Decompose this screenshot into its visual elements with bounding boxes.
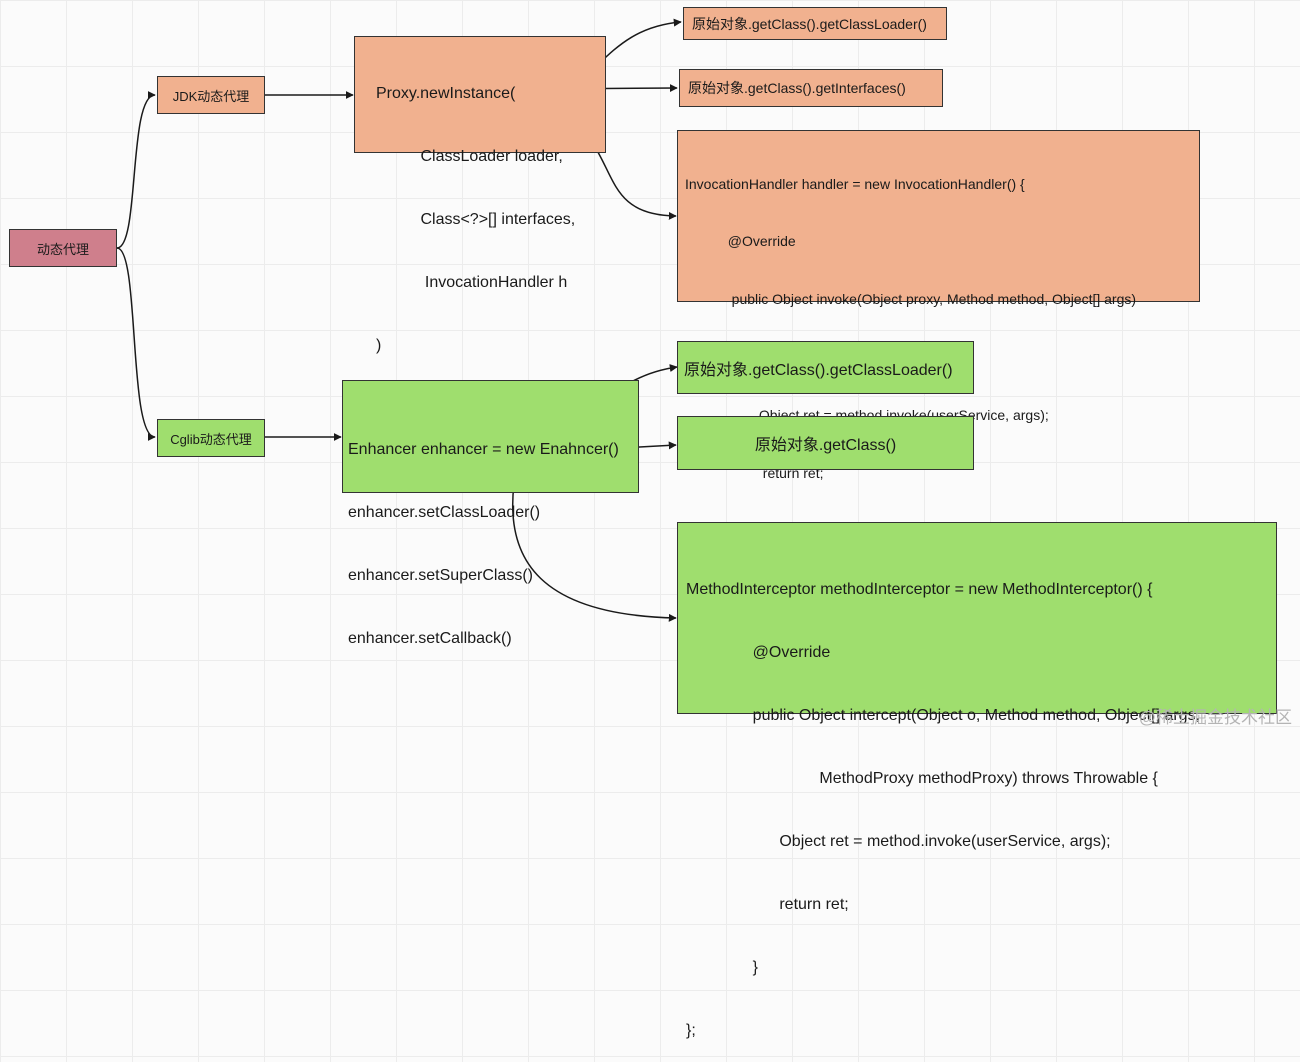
code-line: enhancer.setSuperClass() [348, 567, 533, 584]
code-line: MethodProxy methodProxy) throws Throwabl… [686, 770, 1158, 787]
node-cglib-proxy: Cglib动态代理 [157, 419, 265, 457]
node-cglib-getclassloader: 原始对象.getClass().getClassLoader() [677, 341, 974, 394]
edge-root-to-cglib [116, 247, 156, 441]
node-cglib-getclassloader-label: 原始对象.getClass().getClassLoader() [684, 361, 953, 379]
code-line: @Override [686, 644, 831, 661]
node-cglib-getclass-label: 原始对象.getClass() [754, 437, 897, 454]
code-line: ClassLoader loader, [376, 148, 563, 165]
code-line: }; [686, 1022, 696, 1039]
node-jdk-getclassloader-label: 原始对象.getClass().getClassLoader() [692, 15, 927, 32]
node-invocation-handler: InvocationHandler handler = new Invocati… [677, 130, 1200, 597]
code-line: Proxy.newInstance( [376, 85, 516, 102]
code-line: enhancer.setCallback() [348, 630, 512, 647]
code-line: Object ret = method.invoke(userService, … [686, 833, 1111, 850]
code-line: ) [376, 337, 382, 354]
node-enhancer-code: Enhancer enhancer = new Enahncer() enhan… [342, 380, 639, 647]
node-jdk-getinterfaces-label: 原始对象.getClass().getInterfaces() [688, 80, 906, 96]
code-line: public Object intercept(Object o, Method… [686, 707, 1201, 724]
edge-root-to-jdk [116, 91, 156, 249]
code-line: InvocationHandler h [376, 274, 568, 291]
code-line: Class<?>[] interfaces, [376, 211, 576, 228]
node-cglib-getclass: 原始对象.getClass() [677, 416, 974, 470]
code-line: InvocationHandler handler = new Invocati… [685, 175, 1025, 192]
node-dynamic-proxy-label: 动态代理 [36, 241, 89, 257]
watermark: @稀土掘金技术社区 [1138, 708, 1292, 727]
node-jdk-proxy-label: JDK动态代理 [172, 88, 250, 104]
code-line: @Override [685, 233, 796, 250]
code-line: public Object invoke(Object proxy, Metho… [685, 291, 1137, 308]
code-line: Enhancer enhancer = new Enahncer() [348, 441, 619, 458]
node-cglib-proxy-label: Cglib动态代理 [170, 431, 252, 447]
code-line: return ret; [686, 896, 849, 913]
node-jdk-getclassloader: 原始对象.getClass().getClassLoader() [683, 7, 947, 40]
node-jdk-getinterfaces: 原始对象.getClass().getInterfaces() [679, 69, 943, 107]
code-line: } [686, 959, 759, 976]
node-proxy-newinstance: Proxy.newInstance( ClassLoader loader, C… [354, 36, 606, 354]
code-line: MethodInterceptor methodInterceptor = ne… [686, 581, 1153, 598]
code-line: enhancer.setClassLoader() [348, 504, 541, 521]
node-method-interceptor: MethodInterceptor methodInterceptor = ne… [677, 522, 1277, 1039]
node-jdk-proxy: JDK动态代理 [157, 76, 265, 114]
node-dynamic-proxy: 动态代理 [9, 229, 117, 267]
